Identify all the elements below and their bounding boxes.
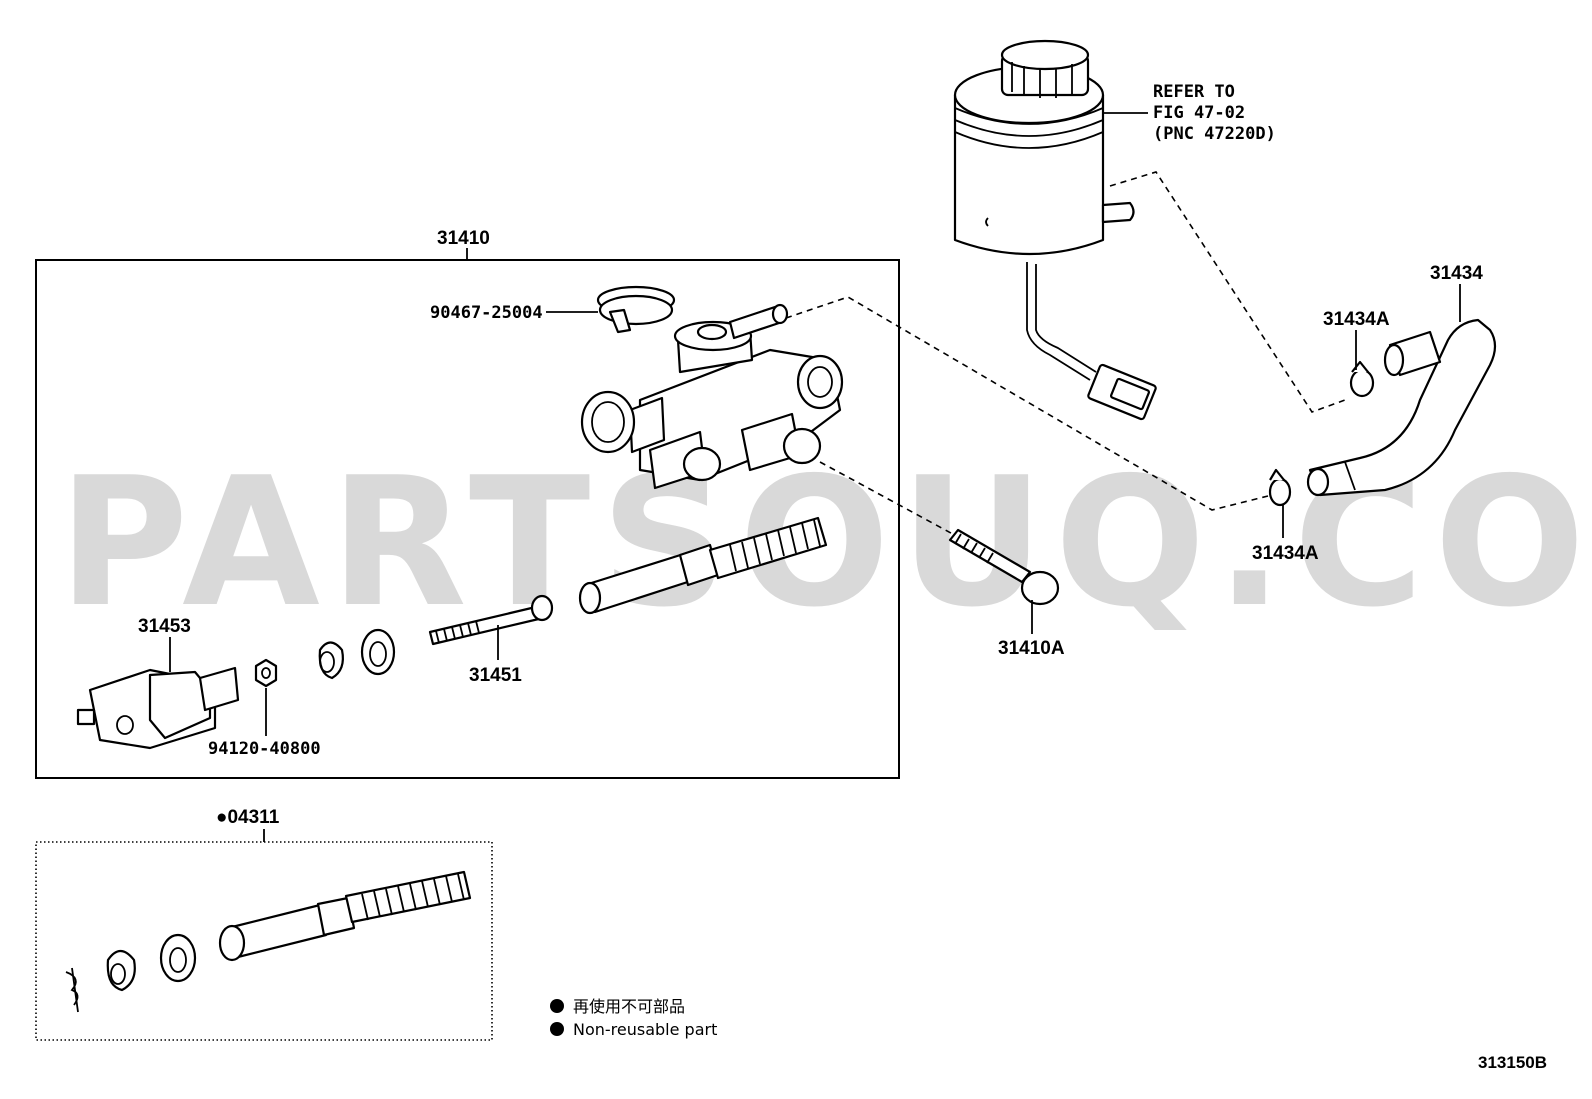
nut-label[interactable]: 94120-40800 xyxy=(208,739,321,759)
bolt-route xyxy=(819,461,961,539)
clevis-label[interactable]: 31453 xyxy=(138,616,191,637)
cylinder-hose-route xyxy=(785,296,1269,511)
push-rod-label[interactable]: 31451 xyxy=(469,665,522,686)
kit-piston-spring[interactable] xyxy=(218,870,472,962)
bolt-label[interactable]: 31410A xyxy=(998,638,1065,659)
bolt[interactable] xyxy=(948,528,1060,606)
clip-lower[interactable] xyxy=(1268,468,1292,507)
hose[interactable] xyxy=(1306,318,1497,497)
nut[interactable] xyxy=(254,658,278,688)
reservoir[interactable] xyxy=(953,39,1157,421)
kit-cotter-pin[interactable] xyxy=(65,967,79,1013)
assembly-label[interactable]: 31410 xyxy=(437,228,490,249)
clip-lower-label[interactable]: 31434A xyxy=(1252,543,1319,564)
legend-english: Non-reusable part xyxy=(573,1020,717,1039)
hose-label[interactable]: 31434 xyxy=(1430,263,1483,284)
kit-snap-ring[interactable] xyxy=(106,949,136,992)
push-rod[interactable] xyxy=(428,594,554,646)
hose-clamp[interactable] xyxy=(596,285,676,334)
legend-bullet-english xyxy=(550,1022,564,1036)
kit-washer[interactable] xyxy=(159,933,197,983)
reservoir-ref-line-3: (PNC 47220D) xyxy=(1153,124,1276,144)
clip-upper[interactable] xyxy=(1349,360,1375,398)
cylinder-body[interactable] xyxy=(580,303,844,490)
reservoir-ref-line-1: REFER TO xyxy=(1153,82,1235,102)
washer[interactable] xyxy=(360,628,396,676)
clamp-label[interactable]: 90467-25004 xyxy=(430,303,543,323)
snap-ring[interactable] xyxy=(318,641,344,680)
kit-label[interactable]: ●04311 xyxy=(216,807,280,828)
legend-bullet-japanese xyxy=(550,999,564,1013)
piston-spring[interactable] xyxy=(578,516,828,615)
reservoir-hose-route xyxy=(1109,171,1346,413)
clip-upper-label[interactable]: 31434A xyxy=(1323,309,1390,330)
legend-japanese: 再使用不可部品 xyxy=(573,997,685,1016)
diagram-code: 313150B xyxy=(1478,1053,1547,1072)
reservoir-ref-line-2: FIG 47-02 xyxy=(1153,103,1245,123)
clevis[interactable] xyxy=(76,666,240,750)
